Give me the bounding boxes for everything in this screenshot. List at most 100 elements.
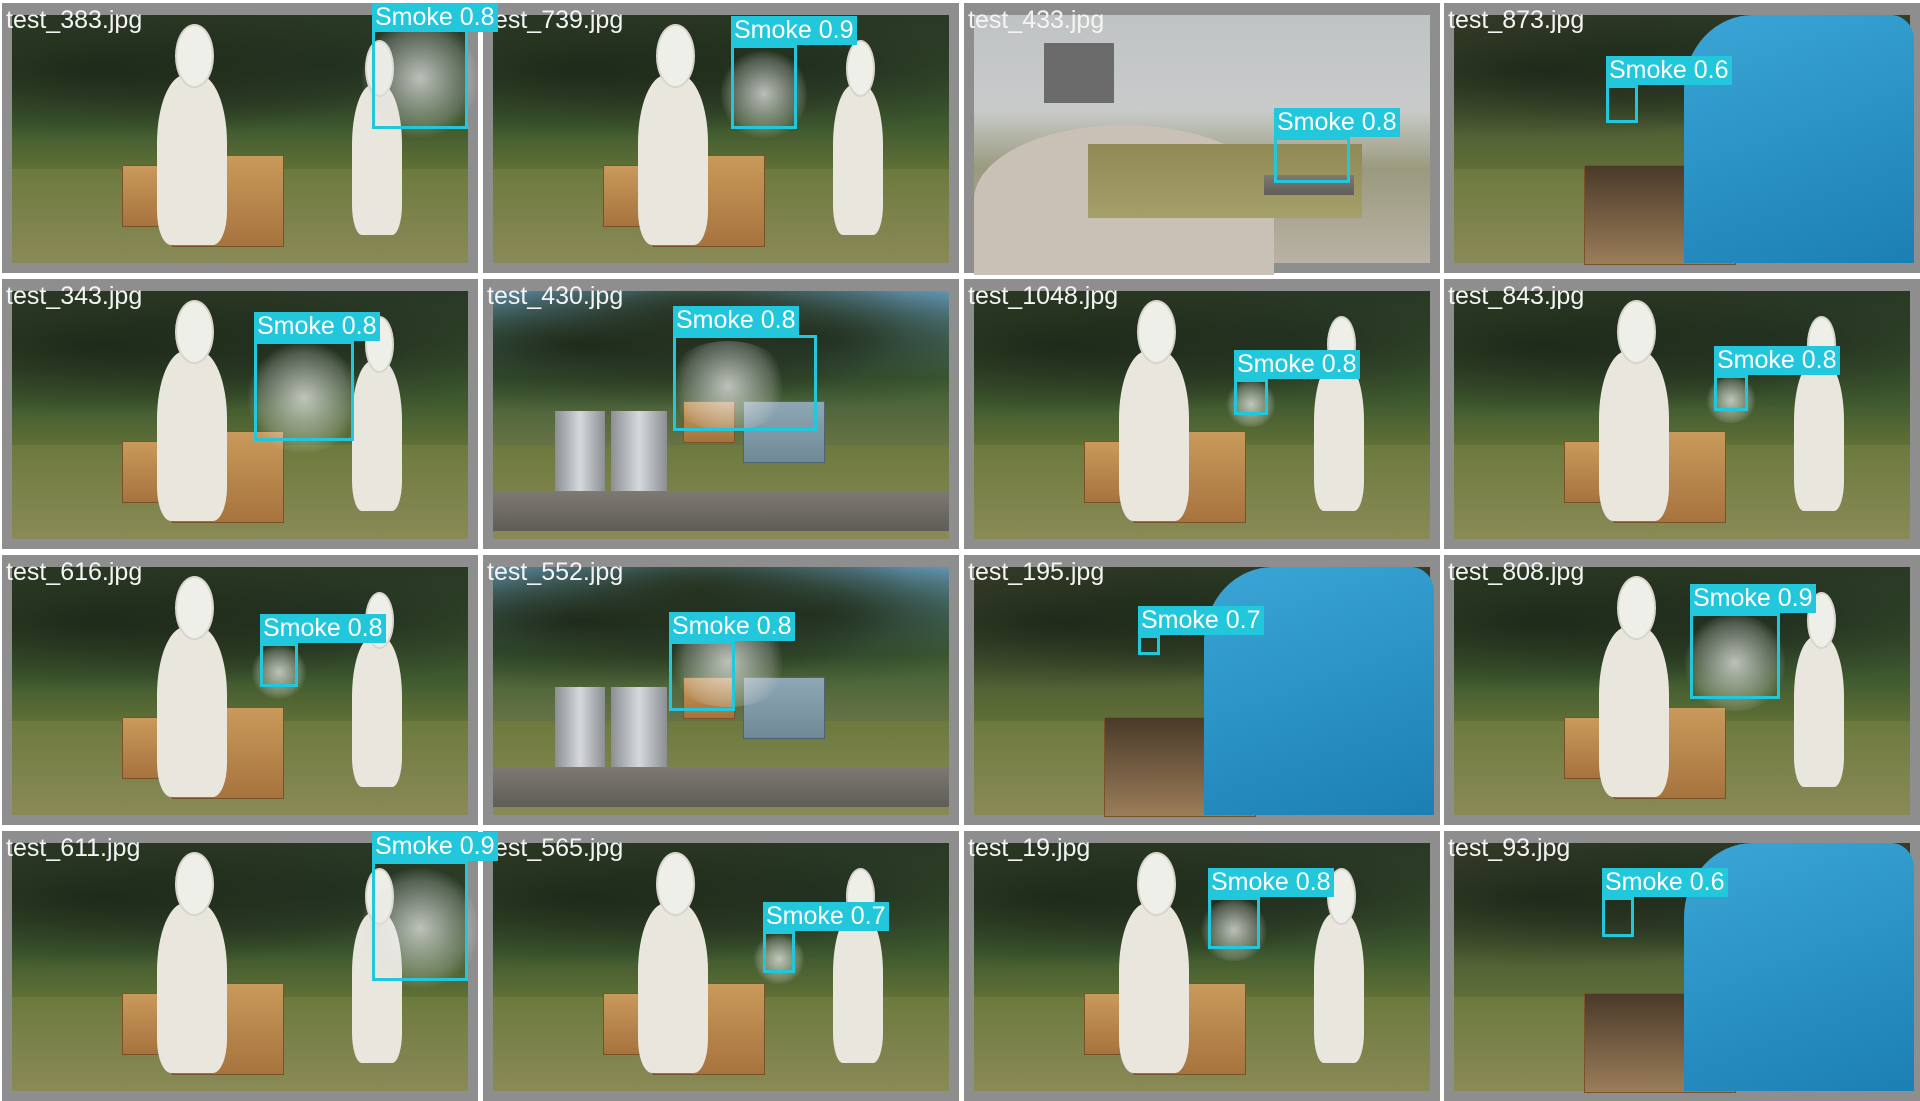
image-filename: test_343.jpg <box>6 282 143 310</box>
bee-smoker-lid <box>555 687 605 777</box>
wooden-bench <box>493 491 949 531</box>
smoke-detection-box <box>1138 635 1160 655</box>
image-filename: test_1048.jpg <box>968 282 1119 310</box>
wooden-bench <box>493 767 949 807</box>
beekeeper-assistant <box>1794 592 1844 787</box>
beekeeper <box>157 852 227 1073</box>
smoke-plume <box>244 343 364 453</box>
beekeeping-photo <box>12 291 468 539</box>
bee-smoker <box>611 687 667 777</box>
smoke-detection-box <box>1274 137 1350 183</box>
beekeeper <box>638 852 708 1073</box>
detection-label: Smoke 0.8 <box>673 306 799 335</box>
person-blue-jacket <box>1684 15 1914 263</box>
smoke-detection-box <box>1208 897 1260 949</box>
beekeeper <box>1119 300 1189 521</box>
image-filename: test_552.jpg <box>487 558 624 586</box>
smoke-detection-box <box>1606 85 1638 123</box>
beekeeping-photo <box>974 843 1430 1091</box>
image-filename: test_19.jpg <box>968 834 1091 862</box>
smoke-plume <box>1704 377 1758 423</box>
detection-label: Smoke 0.8 <box>254 312 380 341</box>
detection-label: Smoke 0.8 <box>1714 346 1840 375</box>
image-filename: test_611.jpg <box>6 834 141 862</box>
image-filename: test_195.jpg <box>968 558 1105 586</box>
beekeeper-assistant <box>1794 316 1844 511</box>
beekeeping-photo <box>493 567 949 815</box>
beekeeping-photo <box>1454 291 1910 539</box>
detection-label: Smoke 0.6 <box>1602 868 1728 897</box>
beekeeping-photo <box>1454 15 1914 265</box>
smoke-detection-box <box>1234 379 1268 415</box>
beekeeper-assistant <box>352 316 402 511</box>
detection-label: Smoke 0.9 <box>372 832 498 861</box>
detection-label: Smoke 0.8 <box>1234 350 1360 379</box>
smoke-detection-box <box>1690 613 1780 699</box>
beekeeper <box>638 24 708 245</box>
beekeeping-photo <box>493 15 949 263</box>
detection-label: Smoke 0.9 <box>1690 584 1816 613</box>
detection-label: Smoke 0.9 <box>731 16 857 45</box>
image-tile[interactable]: test_739.jpg Smoke 0.9 <box>483 3 959 273</box>
smoke-plume <box>250 645 308 699</box>
image-filename: test_565.jpg <box>487 834 624 862</box>
bee-smoker-lid <box>555 411 605 501</box>
smoke-plume <box>721 47 807 141</box>
beekeeper <box>157 24 227 245</box>
beekeeper-assistant <box>1314 316 1364 511</box>
smoke-plume <box>1680 615 1790 711</box>
smoke-detection-box <box>763 931 795 973</box>
detection-label: Smoke 0.8 <box>1274 108 1400 137</box>
beekeeping-photo <box>12 567 468 815</box>
image-filename: test_433.jpg <box>968 6 1105 34</box>
detection-label: Smoke 0.7 <box>1138 606 1264 635</box>
detection-label: Smoke 0.8 <box>1208 868 1334 897</box>
smoke-plume <box>362 863 478 993</box>
smoke-detection-box <box>260 643 298 687</box>
building <box>1044 43 1114 103</box>
image-filename: test_616.jpg <box>6 558 143 586</box>
image-filename: test_808.jpg <box>1448 558 1585 586</box>
smoke-plume <box>753 933 805 985</box>
bee-smoker <box>611 411 667 501</box>
image-filename: test_383.jpg <box>6 6 143 34</box>
beekeeper-assistant <box>833 868 883 1063</box>
smoke-detection-box <box>731 45 797 129</box>
beekeeping-photo <box>493 291 949 539</box>
detection-label: Smoke 0.6 <box>1606 56 1732 85</box>
beekeeping-photo <box>974 567 1434 817</box>
image-filename: test_873.jpg <box>1448 6 1585 34</box>
image-filename: test_739.jpg <box>487 6 624 34</box>
beekeeper-assistant <box>352 592 402 787</box>
smoke-detection-box <box>1714 375 1748 411</box>
beekeeper <box>157 300 227 521</box>
beekeeping-photo <box>1454 567 1910 815</box>
image-tile[interactable]: test_611.jpg Smoke 0.9 <box>2 831 498 1101</box>
image-filename: test_430.jpg <box>487 282 624 310</box>
smoke-detection-box <box>669 641 735 711</box>
beekeeper <box>157 576 227 797</box>
beekeeping-photo <box>974 15 1430 275</box>
beekeeper-assistant <box>833 40 883 235</box>
smoke-detection-box <box>1602 897 1634 937</box>
image-tile[interactable]: test_383.jpg Smoke 0.8 <box>2 3 498 273</box>
beekeeper <box>1119 852 1189 1073</box>
beekeeper <box>1599 300 1669 521</box>
detection-label: Smoke 0.8 <box>260 614 386 643</box>
detection-label: Smoke 0.8 <box>372 3 498 32</box>
smoke-plume <box>1224 381 1278 427</box>
